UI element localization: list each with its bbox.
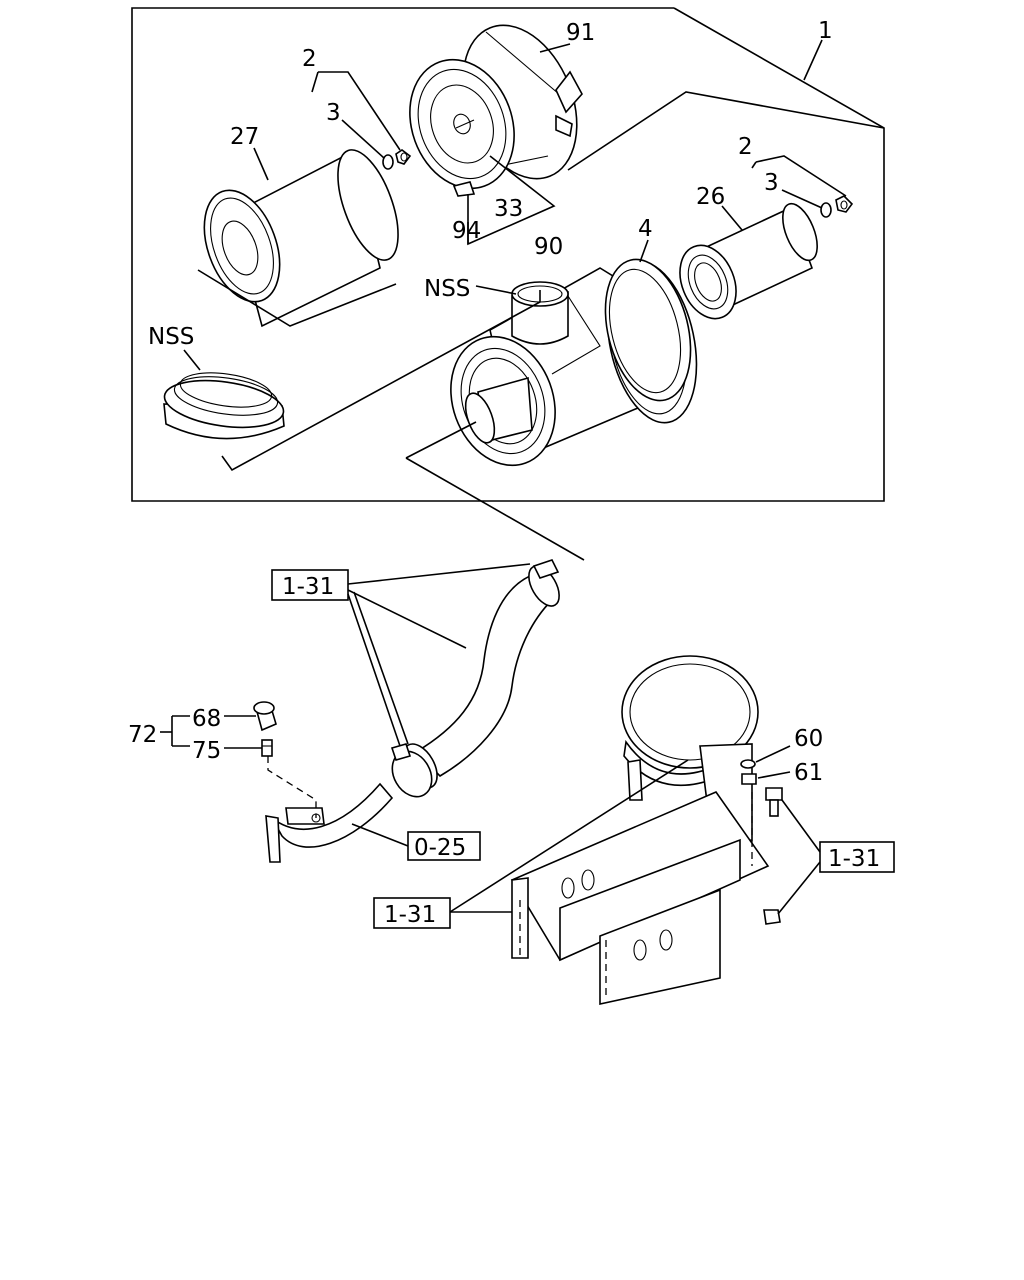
callout-60: 60 bbox=[794, 726, 823, 752]
nss-cap bbox=[163, 372, 285, 440]
callout-nss-left: NSS bbox=[148, 324, 194, 350]
ref-hose-label: 1-31 bbox=[282, 574, 334, 600]
bolt bbox=[765, 787, 783, 817]
callout-68: 68 bbox=[192, 706, 221, 732]
callout-75: 75 bbox=[192, 738, 221, 764]
intake-pipe bbox=[265, 782, 394, 863]
callout-61: 61 bbox=[794, 760, 823, 786]
callout-27: 27 bbox=[230, 124, 259, 150]
callout-91: 91 bbox=[566, 20, 595, 46]
callout-1: 1 bbox=[818, 18, 833, 44]
seal-ring-4 bbox=[604, 258, 692, 402]
callout-33: 33 bbox=[494, 196, 523, 222]
callout-2-right: 2 bbox=[738, 134, 753, 160]
ref-bracket-label: 1-31 bbox=[384, 902, 436, 928]
cover-assembly bbox=[409, 24, 583, 197]
wing-nut-washer-left bbox=[382, 149, 412, 170]
nut-61 bbox=[741, 773, 757, 785]
ref-box-pipe[interactable]: 0-25 bbox=[407, 831, 481, 861]
callout-labels: 1 2 3 27 91 33 94 90 2 3 26 4 NSS NSS 68… bbox=[128, 18, 833, 786]
ref-box-hose[interactable]: 1-31 bbox=[271, 569, 349, 601]
assembly-box bbox=[131, 7, 885, 502]
inner-element-26 bbox=[679, 202, 818, 320]
washer-60 bbox=[740, 759, 756, 769]
callout-26: 26 bbox=[696, 184, 725, 210]
frame-nut bbox=[763, 909, 781, 925]
callout-4: 4 bbox=[638, 216, 653, 242]
ref-bolt-label: 1-31 bbox=[828, 846, 880, 872]
callout-94: 94 bbox=[452, 218, 481, 244]
restriction-indicator-68 bbox=[253, 701, 277, 732]
wing-nut-washer-right bbox=[820, 195, 854, 218]
ref-pipe-label: 0-25 bbox=[414, 835, 466, 861]
leader-lines bbox=[160, 39, 885, 915]
ref-box-bracket[interactable]: 1-31 bbox=[373, 897, 451, 929]
callout-2-left: 2 bbox=[302, 46, 317, 72]
callout-72: 72 bbox=[128, 722, 157, 748]
intake-hose bbox=[390, 559, 560, 798]
callout-3-left: 3 bbox=[326, 100, 341, 126]
callout-3-right: 3 bbox=[764, 170, 779, 196]
callout-90: 90 bbox=[534, 234, 563, 260]
outer-element-27 bbox=[203, 149, 399, 328]
adapter-75 bbox=[261, 739, 273, 757]
ref-box-bolt[interactable]: 1-31 bbox=[819, 841, 895, 873]
callout-nss-top: NSS bbox=[424, 276, 470, 302]
mounting-frame bbox=[510, 791, 770, 1005]
